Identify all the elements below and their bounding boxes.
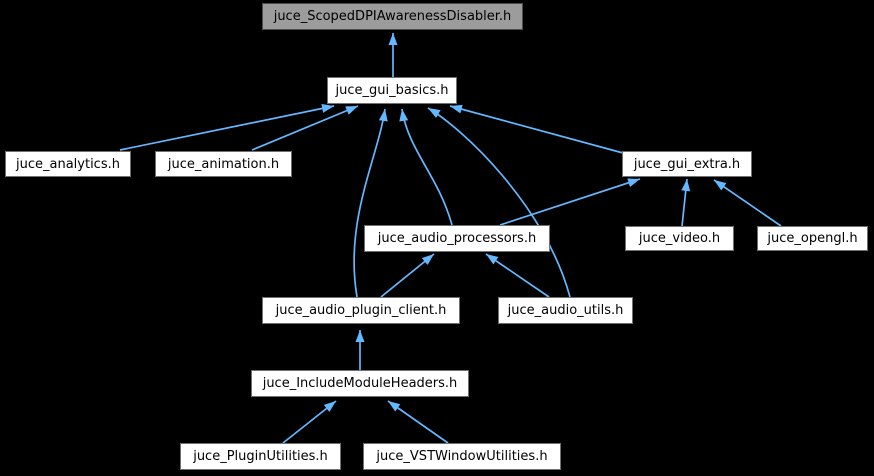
edge-audio_processors-to-gui_extra: [499, 178, 641, 226]
edge-audio_utils-to-audio_processors: [485, 253, 550, 298]
edge-plugin_utilities-to-include_module_headers: [282, 400, 337, 444]
edge-plugin_client-to-audio_processors: [380, 253, 435, 298]
edge-video-to-gui_extra: [681, 178, 691, 227]
node-include_module_headers[interactable]: juce_IncludeModuleHeaders.h: [251, 370, 469, 397]
node-audio_utils[interactable]: juce_audio_utils.h: [498, 297, 633, 324]
edge-audio_processors-to-gui_basics: [399, 108, 453, 226]
node-vst_window_utilities[interactable]: juce_VSTWindowUtilities.h: [363, 443, 561, 470]
node-analytics[interactable]: juce_analytics.h: [5, 151, 131, 177]
edge-plugin_client-to-gui_basics: [353, 108, 388, 298]
node-video[interactable]: juce_video.h: [625, 226, 734, 251]
node-scoped_dpi: juce_ScopedDPIAwarenessDisabler.h: [262, 3, 523, 30]
node-audio_processors[interactable]: juce_audio_processors.h: [364, 225, 550, 252]
node-plugin_utilities[interactable]: juce_PluginUtilities.h: [180, 443, 341, 470]
edges-group: [119, 33, 782, 444]
edge-animation-to-gui_basics: [251, 105, 359, 151]
node-opengl[interactable]: juce_opengl.h: [757, 226, 868, 251]
node-animation[interactable]: juce_animation.h: [155, 151, 292, 177]
node-gui_extra[interactable]: juce_gui_extra.h: [622, 151, 752, 177]
edge-analytics-to-gui_basics: [119, 104, 335, 151]
edge-audio_utils-to-gui_basics: [427, 107, 571, 298]
node-plugin_client[interactable]: juce_audio_plugin_client.h: [262, 297, 460, 324]
edge-vst_window_utilities-to-include_module_headers: [387, 400, 449, 444]
edge-opengl-to-gui_extra: [713, 179, 782, 227]
node-gui_basics[interactable]: juce_gui_basics.h: [327, 77, 457, 104]
edge-gui_extra-to-gui_basics: [449, 104, 624, 154]
